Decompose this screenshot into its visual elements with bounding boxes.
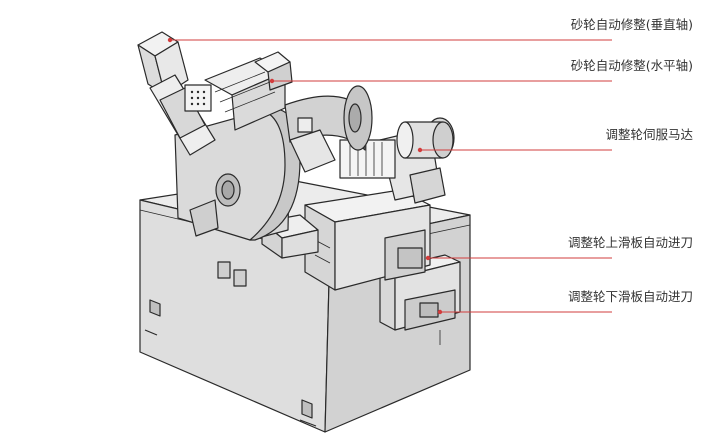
callout-label-dresser-vertical: 砂轮自动修整(垂直轴) (570, 17, 693, 32)
grinding-wheel-drum (284, 85, 373, 173)
regulating-wheel-servo-motor (339, 117, 455, 204)
upper-slide (304, 189, 431, 291)
dresser-horizontal-axis (204, 51, 293, 131)
callout-leaders (167, 37, 612, 315)
callout-label-dresser-horizontal: 砂轮自动修整(水平轴) (570, 58, 693, 73)
callout-label-upper-slide-feed: 调整轮上滑板自动进刀 (567, 235, 693, 250)
dresser-vertical-axis (137, 31, 216, 156)
callout-label-servo-motor: 调整轮伺服马达 (605, 127, 693, 142)
callout-label-lower-slide-feed: 调整轮下滑板自动进刀 (567, 289, 693, 304)
